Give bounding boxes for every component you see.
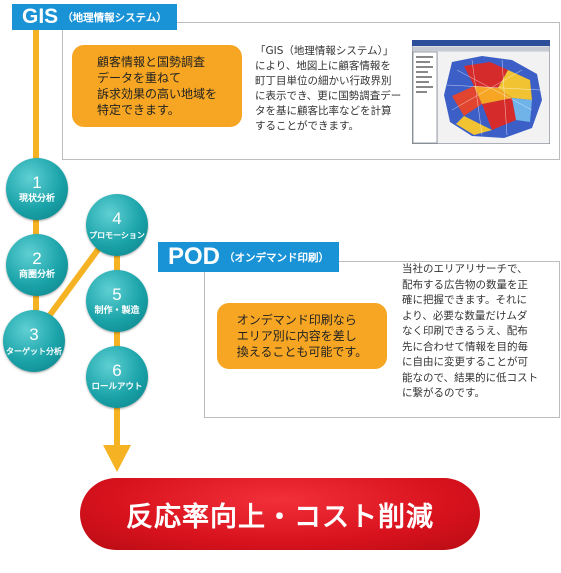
gis-description: 「GIS（地理情報システム）」 により、地図上に顧客情報を 町丁目単位の細かい行… (255, 44, 415, 134)
gis-description-line: 町丁目単位の細かい行政界別 (255, 75, 392, 87)
step-circle-3: 3 ターゲット分析 (3, 310, 65, 372)
gis-highlight-line: 訴求効果の高い地域を (96, 87, 217, 101)
step-circle-1: 1 現状分析 (6, 158, 68, 220)
gis-description-line: に表示でき、更に国勢調査デー (255, 90, 402, 102)
step-number: 5 (112, 284, 122, 304)
step-label: 現状分析 (18, 193, 55, 204)
gis-title: GIS (22, 5, 59, 28)
pod-description-line: 確に把握できます。それに (402, 294, 527, 306)
pod-description-line: に自由に変更することが可 (402, 356, 528, 368)
step-label: プロモーション (89, 230, 145, 240)
step-label: ロールアウト (91, 381, 143, 392)
result-text: 反応率向上・コスト削減 (126, 501, 434, 533)
gis-description-line: 「GIS（地理情報システム）」 (255, 45, 394, 57)
pod-subtitle: （オンデマンド印刷） (224, 251, 330, 264)
step-number: 6 (112, 360, 122, 380)
step3-to-step4-line (41, 234, 111, 325)
step-number: 2 (32, 248, 42, 268)
step-number: 3 (29, 324, 39, 344)
step-label: 商圏分析 (18, 269, 55, 280)
pod-title: POD (168, 243, 221, 270)
pod-header-tag: POD （オンデマンド印刷） (158, 242, 340, 272)
pod-description-line: 配布する広告物の数量を正 (402, 278, 528, 291)
gis-subtitle: （地理情報システム） (62, 11, 167, 24)
pod-description-line: 当社のエリアリサーチで、 (402, 263, 528, 275)
gis-highlight-line: 顧客情報と国勢調査 (96, 55, 205, 69)
result-banner: 反応率向上・コスト削減 (80, 478, 480, 550)
step-label: ターゲット分析 (6, 346, 62, 356)
gis-highlight-line: 特定できます。 (96, 103, 180, 117)
pod-description-line: 先に合わせて情報を目的毎 (402, 340, 528, 353)
pod-highlight-line: エリア別に内容を差し (236, 329, 357, 343)
step-circle-2: 2 商圏分析 (6, 234, 68, 296)
pod-highlight-box: オンデマンド印刷なら エリア別に内容を差し 換えることも可能です。 (217, 303, 387, 369)
pod-description-line: 能なので、結果的に低コスト (402, 371, 539, 384)
gis-description-line: により、地図上に顧客情報を (255, 60, 391, 72)
gis-header-tag: GIS （地理情報システム） (12, 4, 177, 30)
gis-map-screenshot (412, 40, 550, 144)
pod-highlight-line: 換えることも可能です。 (236, 345, 368, 359)
gis-description-line: タを基に顧客比率などを計算 (255, 105, 392, 117)
pod-description: 当社のエリアリサーチで、 配布する広告物の数量を正 確に把握できます。それに よ… (402, 262, 554, 402)
step-number: 4 (112, 208, 122, 228)
step-circle-4: 4 プロモーション (86, 194, 148, 256)
gis-highlight-line: データを重ねて (96, 71, 181, 85)
step-circle-6: 6 ロールアウト (86, 346, 148, 408)
step-label: 制作・製造 (94, 305, 140, 316)
down-arrow (103, 445, 131, 472)
gis-description-line: することができます。 (255, 120, 359, 132)
step-number: 1 (32, 172, 42, 192)
pod-description-line: より、必要な数量だけムダ (402, 309, 528, 322)
step-circle-5: 5 制作・製造 (86, 270, 148, 332)
pod-description-line: なく印刷できるうえ、配布 (402, 325, 528, 337)
pod-description-line: に繋がるのです。 (402, 387, 485, 399)
pod-highlight-line: オンデマンド印刷なら (236, 313, 357, 327)
gis-highlight-box: 顧客情報と国勢調査 データを重ねて 訴求効果の高い地域を 特定できます。 (72, 45, 242, 127)
